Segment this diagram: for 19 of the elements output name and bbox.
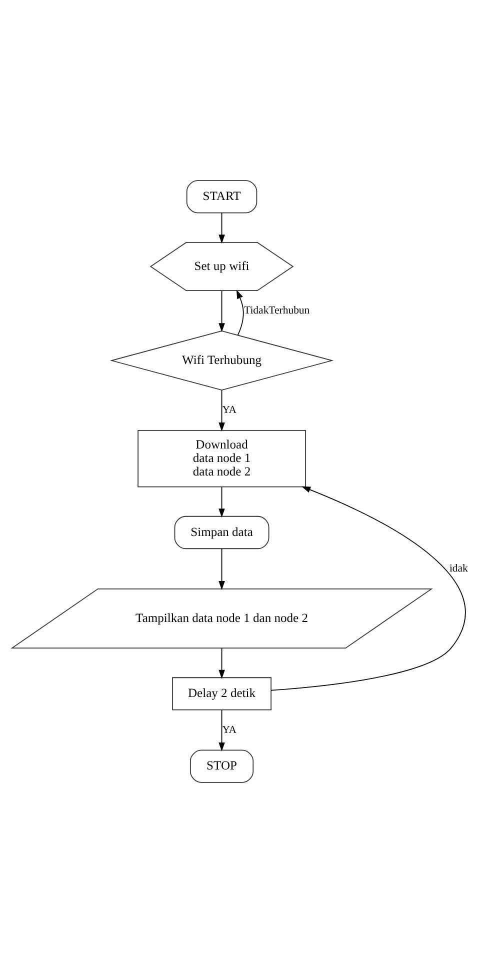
arrow [218,212,225,244]
node-box: Download data node 1 data node 2 [138,429,306,487]
arrow [218,548,225,590]
arrow [236,289,244,336]
edge-label: idak [449,562,468,574]
node-box: STOP [190,749,254,782]
edge-label: YA [222,404,237,416]
arrow [218,486,225,518]
node-box: Simpan data [174,515,270,549]
node-box: START [186,180,258,213]
arrow [218,290,225,332]
arrow [218,709,225,751]
node-box: Delay 2 detik [172,676,272,710]
edge-label: TidakTerhubun [244,304,310,316]
arrow [218,647,225,678]
edge-label: YA [222,723,237,736]
arrow [270,486,466,690]
node-diamond: Wifi Terhubung [110,330,334,390]
arrow [218,389,225,432]
